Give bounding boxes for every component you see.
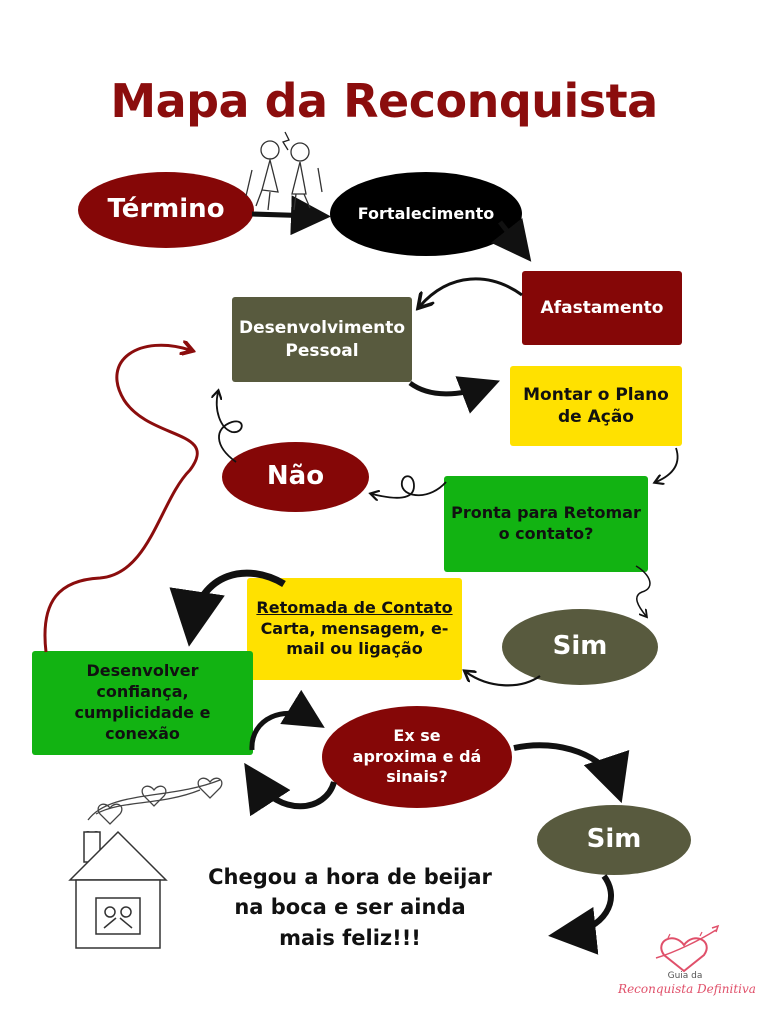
arrow-afastamento-desenvolvimento (420, 277, 523, 306)
node-label: Fortalecimento (357, 203, 495, 223)
heart-smoke-icon (84, 777, 223, 845)
node-label: Ex se aproxima e dá sinais? (352, 725, 482, 787)
arrow-retomada-desenvolver (169, 569, 286, 647)
arrow-pronta-sim (635, 565, 651, 616)
arrow-termino-fortalecimento (251, 195, 331, 236)
arrow-fortalecimento-afastamento (490, 217, 532, 262)
couple-kiss-icon (245, 131, 323, 211)
node-desenvolvimento-pessoal: Desenvolvimento Pessoal (232, 297, 412, 382)
node-pronta-retomar: Pronta para Retomar o contato? (444, 476, 648, 572)
node-label: Afastamento (540, 297, 664, 318)
node-nao: Não (222, 442, 369, 512)
arrow-ex-sim (513, 742, 630, 804)
arrow-desenvolver-desenvolvimento-squiggle (43, 345, 199, 653)
retomada-body: Carta, mensagem, e-mail ou ligação (260, 618, 449, 659)
node-retomada-contato: Retomada de Contato Carta, mensagem, e-m… (247, 578, 462, 680)
arrow-pronta-nao (372, 475, 447, 498)
node-fortalecimento: Fortalecimento (330, 172, 522, 256)
arrow-plano-pronta (656, 447, 679, 482)
node-label: Término (107, 194, 225, 225)
node-label: Desenvolvimento Pessoal (238, 318, 406, 361)
arrow-nao-desenvolvimento (217, 392, 243, 463)
arrow-desenvolver-ex (249, 689, 325, 751)
node-montar-plano: Montar o Plano de Ação (510, 366, 682, 446)
house-icon (68, 830, 168, 949)
retomada-title: Retomada de Contato (256, 597, 453, 617)
node-desenvolver-confianca: Desenvolver confiança, cumplicidade e co… (32, 651, 253, 755)
heart-logo-icon (655, 924, 720, 973)
arrow-ex-desenvolver (244, 762, 337, 817)
node-label: Montar o Plano de Ação (523, 384, 669, 427)
node-afastamento: Afastamento (522, 271, 682, 345)
arrow-sim-retomada (466, 672, 541, 687)
node-ex-aproxima: Ex se aproxima e dá sinais? (322, 706, 512, 808)
node-termino: Término (78, 172, 254, 248)
closing-message: Chegou a hora de beijar na boca e ser ai… (208, 865, 492, 950)
page-title: Mapa da Reconquista (110, 74, 658, 128)
node-label: Sim (552, 631, 608, 662)
node-label: Sim (586, 824, 642, 855)
arrow-sim-closing (548, 874, 615, 955)
logo-line2: Reconquista Definitiva (618, 982, 756, 996)
node-label: Não (266, 461, 325, 492)
node-label: Desenvolver confiança, cumplicidade e co… (74, 661, 211, 743)
node-sim-1: Sim (502, 609, 658, 685)
logo-line1: Guia da (667, 971, 703, 981)
node-sim-2: Sim (537, 805, 691, 875)
node-label: Pronta para Retomar o contato? (451, 503, 641, 543)
arrow-desenvolvimento-plano (408, 376, 501, 414)
